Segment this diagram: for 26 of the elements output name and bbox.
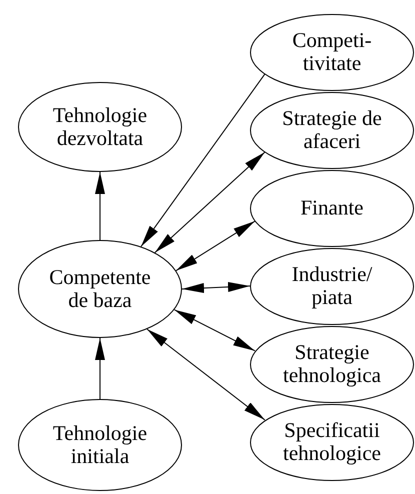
arrow: [176, 220, 256, 272]
node-label: Strategie tehnologica: [282, 340, 382, 388]
arrow: [154, 152, 266, 254]
ellipse-node: [250, 326, 414, 402]
node-label: Finante: [300, 196, 364, 220]
node-label: Competi- tivitate: [291, 28, 373, 76]
node-label: Industrie/ piata: [290, 262, 374, 310]
ellipse-node: [18, 240, 182, 338]
arrow: [146, 328, 266, 420]
ellipse-node: [18, 82, 182, 172]
ellipse-node: [250, 404, 414, 480]
node-label: Competente de baza: [48, 266, 152, 312]
node-label: Tehnologie dezvoltata: [52, 104, 148, 150]
ellipse-node: [250, 14, 414, 90]
arrow: [95, 172, 105, 240]
arrow: [174, 309, 256, 352]
ellipse-node: [250, 92, 414, 168]
arrow: [95, 338, 105, 400]
node-label: Strategie de afaceri: [282, 106, 382, 154]
ellipse-node: [18, 399, 182, 491]
ellipse-node: [250, 248, 414, 324]
ellipse-node: [250, 170, 414, 246]
node-label: Specificatii tehnologice: [282, 418, 382, 466]
node-label: Tehnologie initiala: [52, 422, 148, 468]
arrow: [140, 74, 266, 248]
arrow: [182, 282, 250, 294]
